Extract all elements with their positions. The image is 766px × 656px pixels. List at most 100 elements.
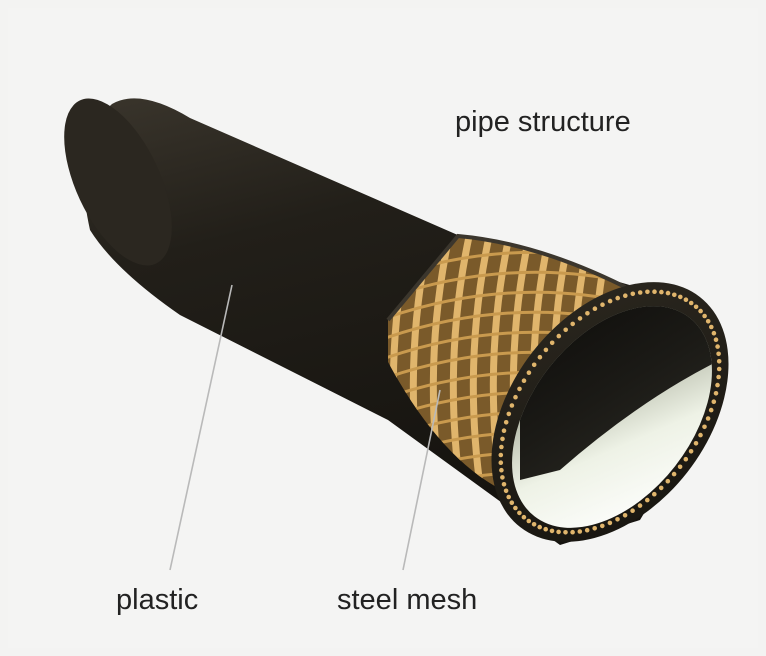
- mesh-rim-dot: [543, 526, 548, 532]
- mesh-rim-dot: [607, 520, 613, 526]
- mesh-rim-dot: [584, 527, 590, 533]
- mesh-rim-dot: [711, 330, 717, 336]
- mesh-rim-dot: [585, 311, 590, 316]
- mesh-rim-dot: [659, 289, 664, 295]
- mesh-rim-dot: [513, 505, 518, 511]
- mesh-rim-dot: [503, 420, 509, 425]
- mesh-rim-dot: [637, 290, 643, 295]
- mesh-rim-dot: [531, 362, 537, 368]
- mesh-rim-dot: [570, 321, 575, 327]
- mesh-rim-dot: [677, 464, 683, 470]
- mesh-rim-dot: [509, 403, 515, 408]
- mesh-rim-dot: [716, 374, 721, 380]
- mesh-rim-dot: [499, 467, 504, 473]
- diagram-title: pipe structure: [455, 106, 631, 138]
- mesh-rim-dot: [498, 460, 504, 466]
- mesh-rim-dot: [630, 291, 636, 297]
- mesh-rim-dot: [708, 407, 714, 413]
- mesh-rim-dot: [498, 452, 504, 458]
- mesh-rim-dot: [563, 530, 568, 535]
- mesh-rim-dot: [637, 503, 643, 508]
- mesh-rim-dot: [623, 293, 628, 299]
- mesh-rim-dot: [688, 300, 694, 306]
- mesh-rim-dot: [549, 528, 555, 534]
- mesh-rim-dot: [537, 524, 542, 530]
- mesh-rim-dot: [509, 500, 515, 506]
- mesh-rim-dot: [698, 432, 703, 438]
- mesh-rim-dot: [556, 529, 561, 535]
- mesh-rim-dot: [570, 529, 575, 535]
- mesh-rim-dot: [652, 289, 657, 295]
- mesh-rim-dot: [688, 449, 694, 454]
- mesh-rim-dot: [499, 444, 504, 450]
- mesh-rim-dot: [500, 436, 505, 442]
- mesh-rim-dot: [716, 366, 722, 372]
- mesh-rim-dot: [506, 411, 512, 417]
- mesh-rim-dot: [715, 344, 720, 349]
- mesh-rim-dot: [577, 316, 583, 321]
- pipe-back-end: [64, 98, 172, 266]
- steel-mesh-cross-section: [498, 289, 722, 535]
- mesh-rim-dot: [705, 416, 711, 421]
- mesh-rim-dot: [672, 292, 677, 298]
- mesh-rim-dot: [683, 456, 689, 462]
- steel-mesh-label: steel mesh: [337, 584, 477, 616]
- plastic-leader-line: [169, 284, 233, 571]
- mesh-rim-dot: [521, 514, 527, 520]
- steel-mesh-leader-line: [402, 389, 441, 571]
- mesh-rim-dot: [702, 424, 707, 430]
- mesh-rim-dot: [500, 475, 505, 480]
- plastic-label: plastic: [116, 584, 198, 616]
- mesh-rim-dot: [615, 517, 620, 522]
- plastic-cut-edge: [386, 233, 651, 322]
- mesh-rim-dot: [658, 485, 664, 491]
- mesh-rim-dot: [577, 529, 583, 534]
- mesh-rim-dot: [713, 337, 719, 343]
- mesh-rim-dot: [683, 297, 689, 303]
- mesh-rim-dot: [705, 319, 711, 324]
- mesh-rim-dot: [517, 510, 522, 516]
- pipe-interior: [520, 300, 720, 480]
- mesh-rim-dot: [526, 370, 532, 376]
- mesh-rim-dot: [645, 289, 650, 295]
- mesh-rim-dot: [607, 298, 613, 304]
- mesh-rim-dot: [716, 359, 722, 364]
- mesh-rim-dot: [709, 324, 714, 330]
- mesh-rim-dot: [698, 308, 703, 314]
- mesh-rim-dot: [503, 488, 509, 494]
- mesh-rim-dot: [652, 491, 657, 497]
- mesh-rim-dot: [513, 394, 518, 400]
- mesh-rim-dot: [543, 347, 549, 353]
- mesh-rim-dot: [526, 518, 532, 524]
- mesh-rim-dot: [665, 290, 671, 296]
- mesh-rim-dot: [630, 508, 635, 513]
- mesh-rim-dot: [678, 294, 683, 300]
- mesh-rim-dot: [549, 340, 555, 346]
- mesh-rim-dot: [645, 497, 650, 503]
- mesh-rim-dot: [615, 295, 620, 301]
- mesh-rim-dot: [501, 428, 507, 434]
- mesh-rim-dot: [592, 526, 597, 531]
- mesh-rim-dot: [665, 478, 671, 484]
- mesh-rim-dot: [556, 333, 562, 339]
- mesh-rim-dot: [715, 382, 720, 388]
- mesh-rim-dot: [671, 471, 677, 477]
- mesh-rim-dot: [537, 354, 543, 360]
- mesh-rim-dot: [592, 306, 598, 312]
- mesh-rim-dot: [517, 386, 522, 392]
- mesh-rim-dot: [711, 399, 717, 405]
- mesh-rim-dot: [501, 482, 507, 487]
- mesh-rim-dot: [531, 522, 537, 527]
- mesh-rim-dot: [622, 513, 628, 518]
- mesh-rim-dot: [713, 391, 719, 396]
- mesh-rim-dot: [600, 523, 605, 529]
- mesh-rim-dot: [693, 304, 699, 310]
- mesh-rim-dot: [716, 351, 721, 357]
- mesh-rim-dot: [600, 302, 605, 308]
- mesh-rim-dot: [506, 494, 512, 500]
- mesh-rim-dot: [693, 441, 699, 446]
- mesh-rim-dot: [702, 313, 707, 319]
- mesh-rim-dot: [521, 378, 527, 384]
- mesh-rim-dot: [563, 327, 568, 333]
